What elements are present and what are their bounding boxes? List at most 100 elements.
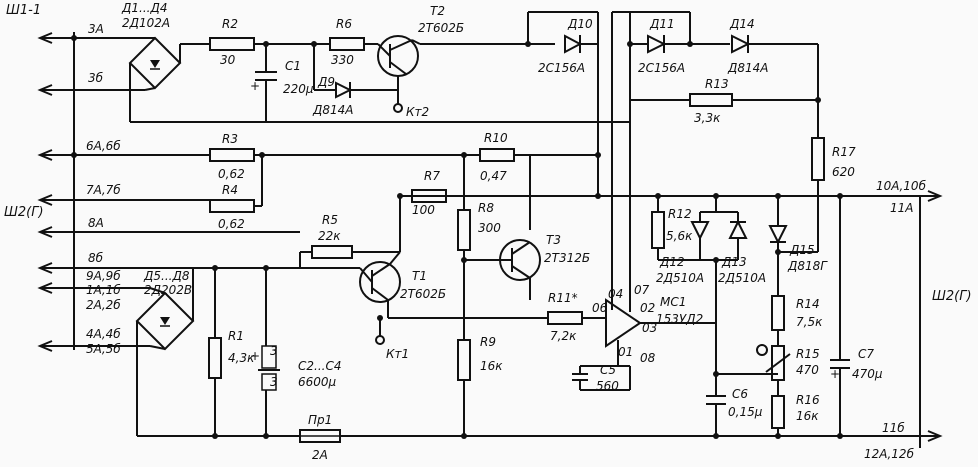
d9-val: Д814А bbox=[312, 103, 354, 117]
resistor-r16 bbox=[771, 395, 785, 429]
d9-ref: Д9 bbox=[317, 75, 335, 89]
capacitor-c2-c4 bbox=[258, 345, 280, 391]
r11-val: 7,2к bbox=[550, 329, 577, 343]
r7-val: 100 bbox=[412, 203, 435, 217]
c1-plus: + bbox=[250, 79, 260, 93]
c2c4-mark-3a: 3 bbox=[270, 344, 278, 358]
junction-dots bbox=[71, 35, 843, 439]
d15-val: Д818Г bbox=[787, 259, 828, 273]
pin-9a: 9А,9б bbox=[86, 269, 121, 283]
pin-5a: 5А,5б bbox=[86, 342, 121, 356]
r13-ref: R13 bbox=[705, 77, 729, 91]
resistor-r3 bbox=[209, 148, 255, 162]
r1-ref: R1 bbox=[228, 329, 244, 343]
fuse-pr1 bbox=[299, 429, 341, 443]
r2-val: 30 bbox=[220, 53, 236, 67]
d14-ref: Д14 bbox=[729, 17, 755, 31]
d14-val: Д814А bbox=[727, 61, 769, 75]
pin-6a6b: 6А,6б bbox=[86, 139, 121, 153]
resistor-r14 bbox=[771, 295, 785, 331]
pin-12a: 12А,12б bbox=[864, 447, 915, 461]
r4-ref: R4 bbox=[222, 183, 238, 197]
mc1-pin-07: 07 bbox=[634, 283, 650, 297]
kt1-label: Кт1 bbox=[386, 347, 409, 361]
d13-ref: Д13 bbox=[721, 255, 747, 269]
pin-3a: 3А bbox=[88, 22, 104, 36]
c7-val: 470μ bbox=[852, 367, 883, 381]
mc1-pin-03: 03 bbox=[642, 321, 657, 335]
mc1-pin-06: 06 bbox=[592, 301, 608, 315]
opamp-mc1 bbox=[605, 298, 642, 348]
d12-ref: Д12 bbox=[659, 255, 685, 269]
pin-3b: 3б bbox=[88, 71, 104, 85]
resistor-r2 bbox=[209, 37, 255, 51]
r3-ref: R3 bbox=[222, 132, 238, 146]
c6-ref: C6 bbox=[732, 387, 748, 401]
r1-val: 4,3к bbox=[228, 351, 255, 365]
pin-4a: 4А,4б bbox=[86, 327, 121, 341]
pr1-val: 2А bbox=[312, 448, 328, 462]
d1d4-ref: Д1...Д4 bbox=[121, 1, 167, 15]
pin-11a: 11А bbox=[890, 201, 913, 215]
c2c4-val: 6600μ bbox=[298, 375, 337, 389]
r7-ref: R7 bbox=[424, 169, 440, 183]
c5-val: 560 bbox=[596, 379, 619, 393]
capacitor-c1 bbox=[255, 41, 277, 122]
d1d4-val: 2Д102А bbox=[122, 16, 170, 30]
d5d8-ref: Д5...Д8 bbox=[143, 269, 190, 283]
mc1-ref: МС1 bbox=[660, 295, 686, 309]
d10-ref: Д10 bbox=[567, 17, 593, 31]
t2-ref: Т2 bbox=[430, 4, 445, 18]
t1-ref: Т1 bbox=[412, 269, 427, 283]
r2-ref: R2 bbox=[222, 17, 238, 31]
resistor-r17 bbox=[811, 137, 825, 181]
d12-val: 2Д510А bbox=[656, 271, 704, 285]
connector-sh2-right: Ш2(Г) bbox=[932, 289, 972, 304]
diode-d12 bbox=[690, 221, 710, 241]
t3-val: 2Т312Б bbox=[544, 251, 590, 265]
r15-ref: R15 bbox=[796, 347, 820, 361]
r12-val: 5,6к bbox=[666, 229, 693, 243]
diode-d15 bbox=[768, 225, 788, 245]
c1-val: 220μ bbox=[283, 82, 314, 96]
capacitor-c6 bbox=[706, 395, 726, 405]
r14-ref: R14 bbox=[796, 297, 820, 311]
r10-val: 0,47 bbox=[480, 169, 507, 183]
kt1-test-point[interactable] bbox=[375, 335, 385, 345]
r17-ref: R17 bbox=[832, 145, 856, 159]
resistor-r5 bbox=[311, 245, 353, 259]
d10-val: 2С156А bbox=[538, 61, 585, 75]
r13-val: 3,3к bbox=[694, 111, 721, 125]
r16-val: 16к bbox=[796, 409, 819, 423]
transistor-t2 bbox=[377, 35, 421, 77]
capacitor-c5 bbox=[572, 365, 631, 391]
transistor-t3 bbox=[464, 239, 541, 281]
r15-adjust-knob[interactable] bbox=[756, 344, 768, 356]
pin-8b: 8б bbox=[88, 251, 104, 265]
resistor-r12 bbox=[651, 211, 665, 249]
pin-7a7b: 7А,7б bbox=[86, 183, 121, 197]
transistor-t1 bbox=[300, 261, 401, 303]
r5-ref: R5 bbox=[322, 213, 338, 227]
d11-val: 2С156А bbox=[638, 61, 685, 75]
kt2-test-point[interactable] bbox=[393, 103, 403, 113]
r15-val: 470 bbox=[796, 363, 819, 377]
resistor-r1 bbox=[208, 337, 222, 379]
mc1-pin-08: 08 bbox=[640, 351, 656, 365]
diode-d11 bbox=[647, 34, 667, 54]
d13-val: 2Д510А bbox=[718, 271, 766, 285]
mc1-pin-02: 02 bbox=[640, 301, 655, 315]
c2c4-mark-3b: 3 bbox=[270, 375, 278, 389]
t2-val: 2Т602Б bbox=[418, 21, 464, 35]
d11-ref: Д11 bbox=[649, 17, 675, 31]
pin-2a: 2А,2б bbox=[86, 298, 121, 312]
c5-ref: C5 bbox=[600, 363, 616, 377]
r12-ref: R12 bbox=[668, 207, 692, 221]
pin-10a: 10А,10б bbox=[876, 179, 927, 193]
c7-ref: C7 bbox=[858, 347, 874, 361]
resistor-r8 bbox=[457, 209, 471, 251]
connector-sh2-left: Ш2(Г) bbox=[4, 205, 44, 220]
r17-val: 620 bbox=[832, 165, 855, 179]
